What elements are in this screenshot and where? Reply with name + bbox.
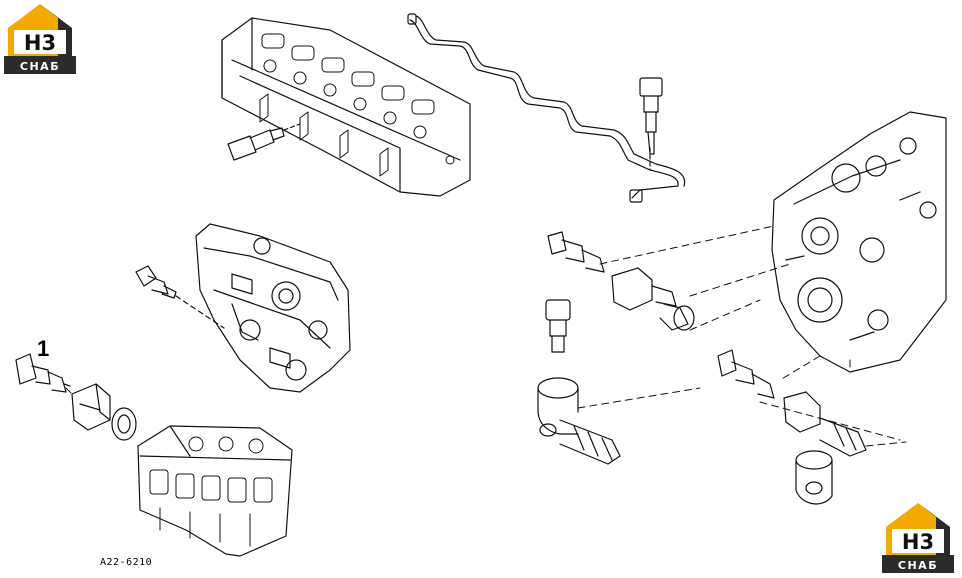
logo-letters: Н3 bbox=[901, 530, 935, 554]
logo-caption: СНАБ bbox=[19, 60, 61, 73]
elbow-fitting bbox=[537, 377, 621, 465]
lower-right-sensor bbox=[717, 349, 775, 399]
callout-1: 1 bbox=[37, 336, 50, 361]
house-logo-icon bbox=[4, 4, 76, 74]
logo-letters: Н3 bbox=[23, 31, 57, 55]
upper-right-adapter bbox=[611, 267, 695, 331]
assembly-lines bbox=[65, 225, 907, 447]
sensor-harness bbox=[407, 13, 686, 203]
vertical-sensor bbox=[545, 299, 571, 353]
sensor-part-1 bbox=[15, 353, 71, 393]
cylinder-head-top bbox=[221, 17, 471, 197]
banjo-fitting bbox=[783, 391, 867, 505]
middle-housing bbox=[195, 223, 351, 393]
lower-block bbox=[137, 425, 293, 557]
housing-sensor bbox=[135, 265, 225, 329]
head-temp-sensor bbox=[227, 123, 301, 161]
front-housing bbox=[771, 111, 947, 373]
brand-logo-top-left: Н3 СНАБ bbox=[0, 0, 80, 76]
upper-right-sensor bbox=[547, 231, 605, 273]
adapter-fitting bbox=[71, 383, 137, 441]
logo-caption: СНАБ bbox=[897, 559, 939, 572]
brand-logo-bottom-right: Н3 СНАБ bbox=[878, 499, 958, 575]
figure-code: A22-6210 bbox=[100, 557, 153, 568]
house-logo-icon bbox=[882, 503, 954, 573]
